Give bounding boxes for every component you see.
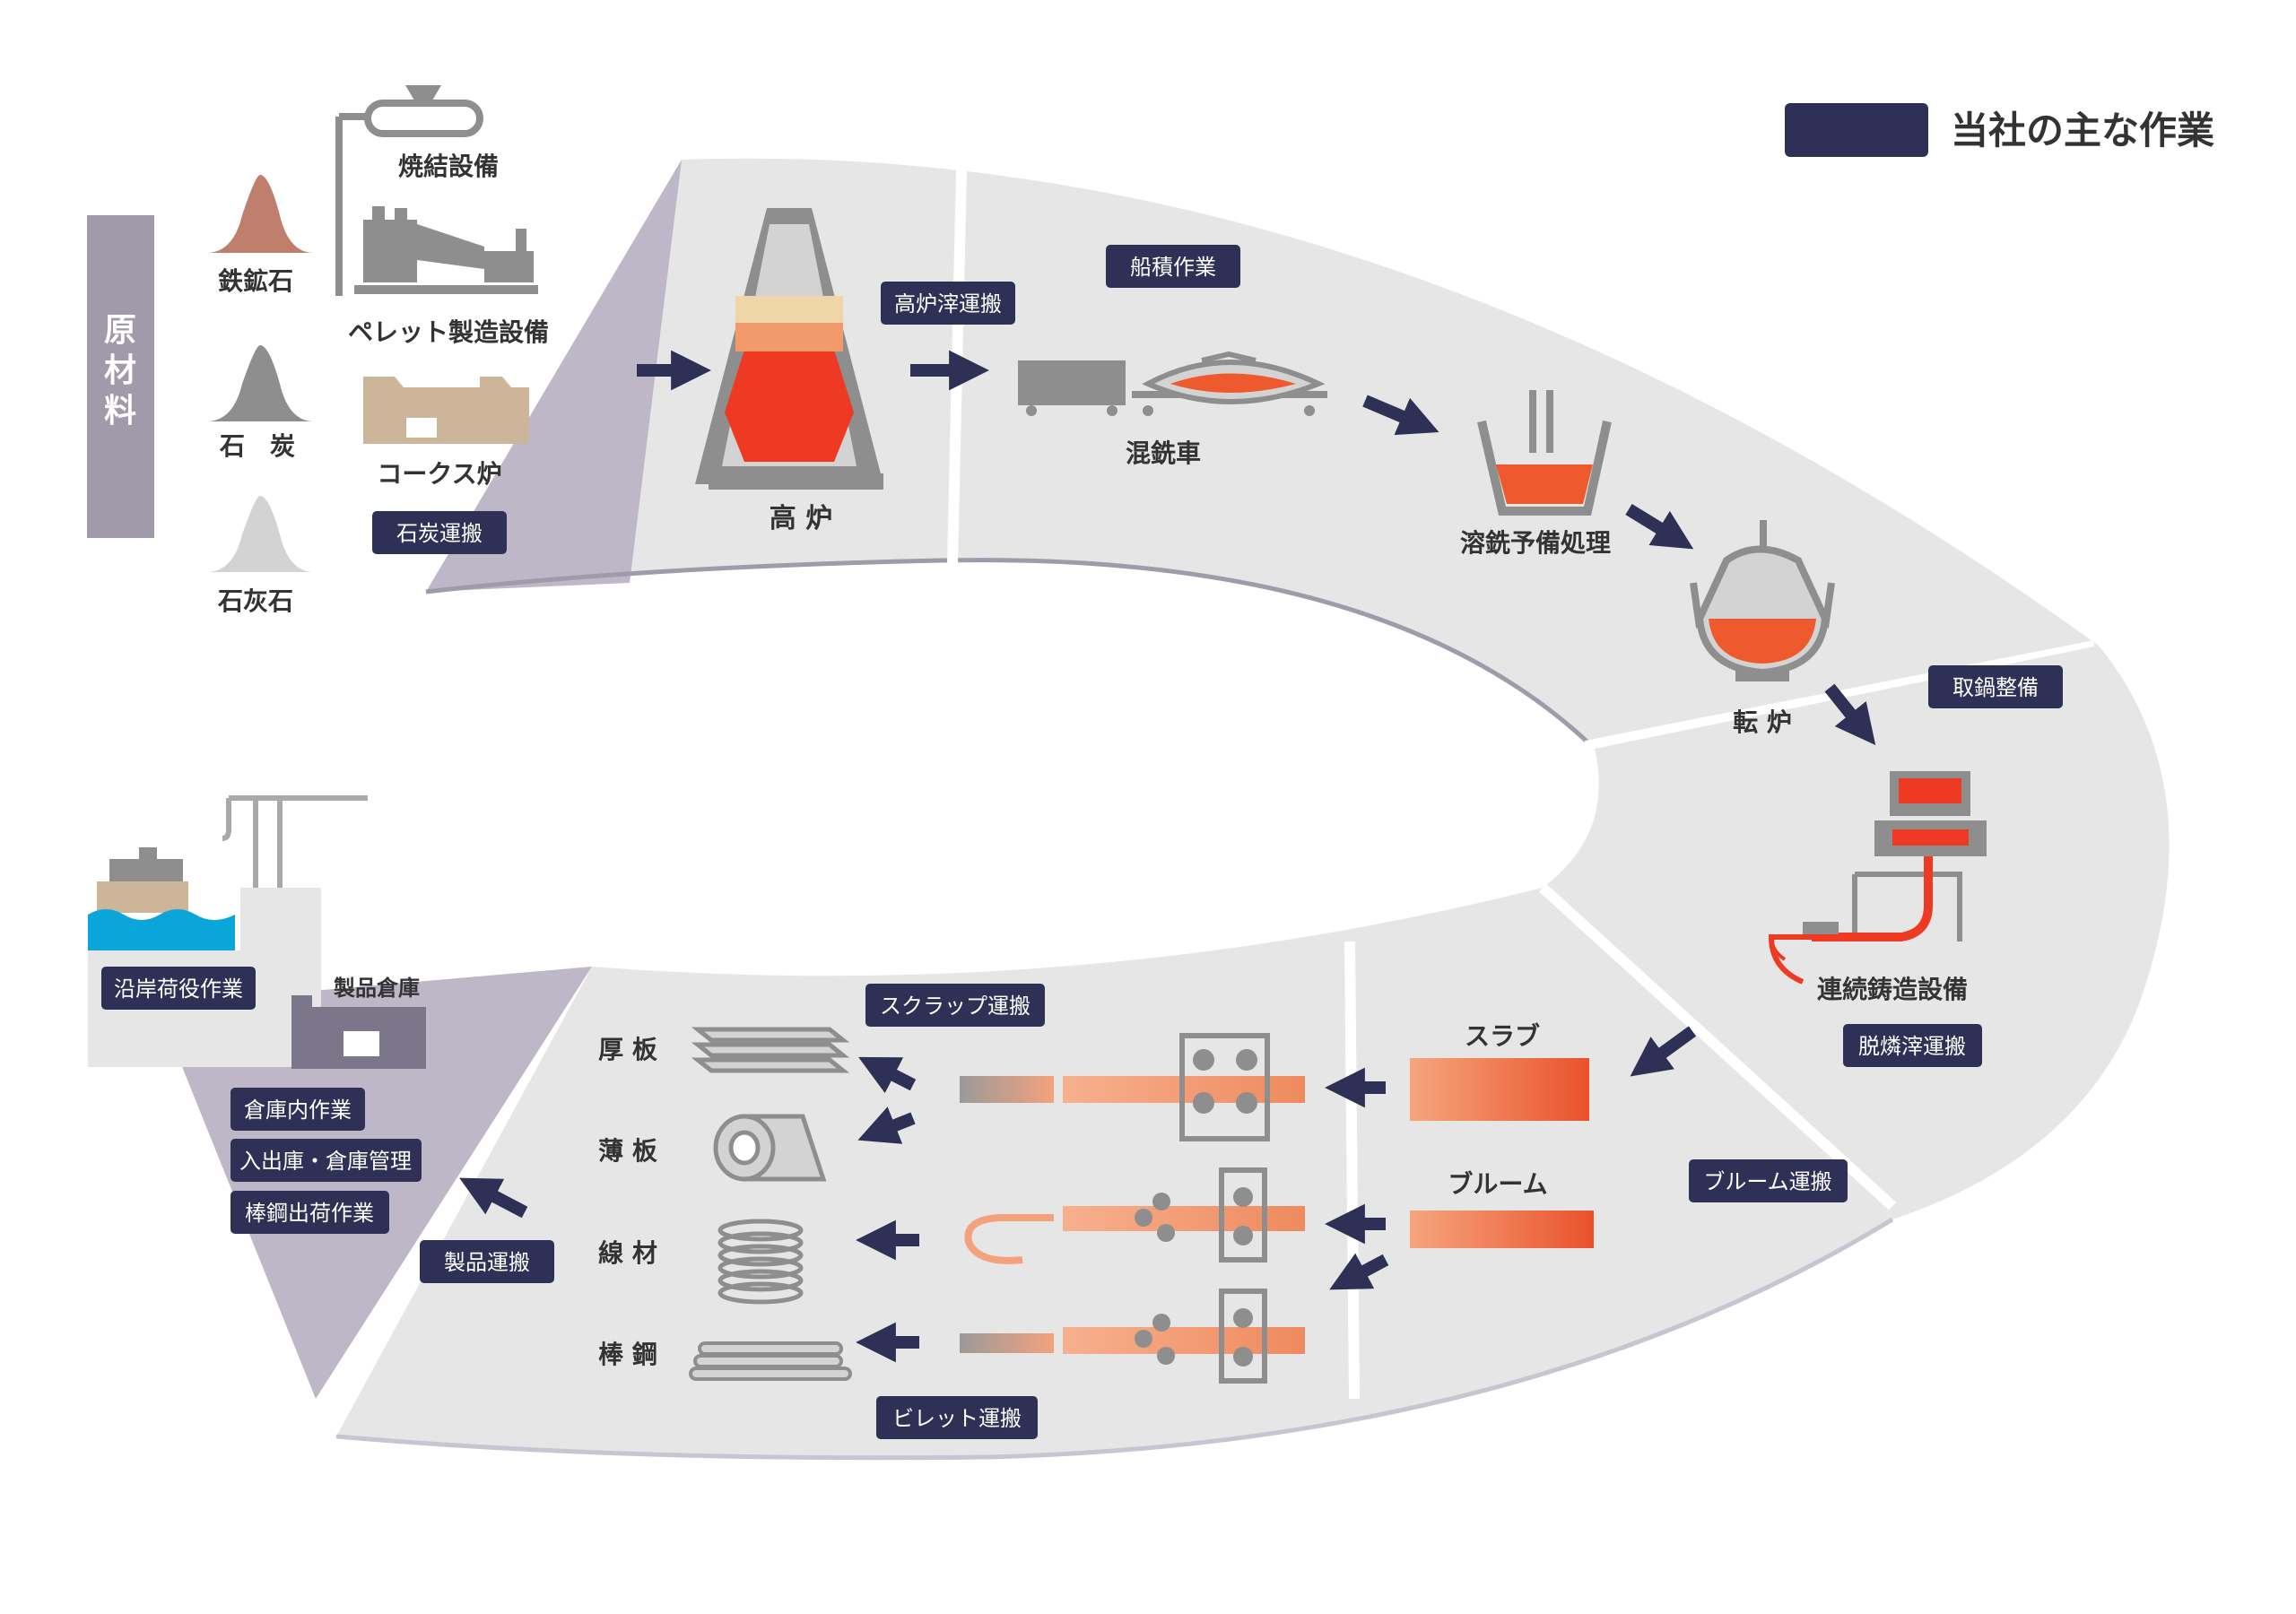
badge-bar-shipping: 棒鋼出荷作業 xyxy=(230,1191,389,1234)
sheet-label: 薄 板 xyxy=(598,1136,657,1166)
process-arrows xyxy=(459,350,1876,1363)
arrow-to-plate xyxy=(858,1056,917,1094)
badge-ship-loading: 船積作業 xyxy=(1106,245,1240,288)
badge-product-transport: 製品運搬 xyxy=(420,1240,554,1283)
lower-band-separator-2 xyxy=(1344,941,1360,1400)
svg-text:ビレット運搬: ビレット運搬 xyxy=(892,1406,1022,1431)
bar-rolling-line xyxy=(960,1289,1305,1384)
raw-materials-heading-char2: 材 xyxy=(104,352,136,389)
iron-ore-label: 鉄鉱石 xyxy=(218,266,293,296)
svg-text:棒鋼出荷作業: 棒鋼出荷作業 xyxy=(245,1201,374,1226)
svg-text:石炭運搬: 石炭運搬 xyxy=(396,521,483,546)
lower-band-shadow xyxy=(335,1217,1894,1461)
raw-materials-heading: 原 材 料 xyxy=(104,312,136,430)
sintering-machine-icon xyxy=(335,85,483,296)
coke-oven-label: コークス炉 xyxy=(377,459,501,489)
blast-furnace-label: 高 炉 xyxy=(770,503,832,534)
sea-icon xyxy=(88,909,235,950)
plate-rolling-line xyxy=(960,1033,1305,1141)
pretreatment-label: 溶銑予備処理 xyxy=(1460,528,1611,558)
pretreatment-ladle-icon xyxy=(1477,390,1612,516)
svg-text:倉庫内作業: 倉庫内作業 xyxy=(244,1098,352,1123)
slab-block xyxy=(1410,1058,1589,1121)
blast-furnace-icon xyxy=(695,208,883,490)
iron-ore-pile-icon xyxy=(206,175,314,253)
legend-label: 当社の主な作業 xyxy=(1951,108,2214,152)
arrow-car-to-pretreat xyxy=(1362,395,1439,436)
raw-material-wedge xyxy=(426,160,682,592)
svg-text:入出庫・倉庫管理: 入出庫・倉庫管理 xyxy=(239,1149,412,1174)
raw-materials-heading-char1: 原 xyxy=(104,312,136,349)
badge-scrap-transport: スクラップ運搬 xyxy=(865,984,1045,1027)
warehouse-wedge xyxy=(157,967,592,1399)
coal-pile-icon xyxy=(206,345,314,421)
coal-label: 石 炭 xyxy=(219,431,295,461)
arrow-converter-to-caster xyxy=(1824,683,1876,745)
coke-oven-icon xyxy=(363,377,529,444)
badge-coastal-cargo: 沿岸荷役作業 xyxy=(101,967,256,1010)
limestone-label: 石灰石 xyxy=(217,586,293,616)
badge-dephos-slag-transport: 脱燐滓運搬 xyxy=(1843,1024,1982,1067)
torpedo-car-icon xyxy=(1018,351,1327,416)
raw-materials-heading-bar xyxy=(87,215,154,538)
warehouse-label: 製品倉庫 xyxy=(334,976,420,1001)
badge-inventory-mgmt: 入出庫・倉庫管理 xyxy=(230,1139,422,1182)
plate-label: 厚 板 xyxy=(598,1035,657,1064)
warehouse-door xyxy=(344,1031,379,1056)
converter-icon xyxy=(1690,520,1835,681)
wire-rod-rolling-line xyxy=(964,1167,1305,1264)
svg-text:ブルーム運搬: ブルーム運搬 xyxy=(1703,1169,1831,1194)
legend-swatch xyxy=(1785,103,1928,157)
continuous-caster-icon xyxy=(1768,771,1987,985)
ship-icon xyxy=(97,847,188,913)
upper-band-shadow xyxy=(425,558,1596,751)
badge-billet-transport: ビレット運搬 xyxy=(876,1396,1038,1439)
badge-ladle-maintenance: 取鍋整備 xyxy=(1928,665,2063,708)
converter-label: 転 炉 xyxy=(1733,707,1792,737)
sintering-label: 焼結設備 xyxy=(398,152,499,181)
wire-rod-label: 線 材 xyxy=(598,1238,657,1268)
badge-warehouse-work: 倉庫内作業 xyxy=(230,1088,365,1131)
svg-text:スクラップ運搬: スクラップ運搬 xyxy=(880,994,1031,1019)
svg-text:製品運搬: 製品運搬 xyxy=(444,1250,530,1275)
pellet-plant-label: ペレット製造設備 xyxy=(348,317,549,347)
plate-stack-icon xyxy=(691,1027,850,1073)
slab-label: スラブ xyxy=(1465,1021,1540,1051)
arrow-bloom-to-bar xyxy=(1329,1253,1389,1290)
arrow-caster-to-slab xyxy=(1630,1026,1697,1077)
raw-materials-heading-char3: 料 xyxy=(104,393,136,430)
port-crane-icon xyxy=(222,795,368,888)
badge-coal-transport: 石炭運搬 xyxy=(372,511,507,554)
bloom-block xyxy=(1410,1210,1594,1248)
arrow-pretreat-to-converter xyxy=(1625,504,1694,550)
steel-bar-label: 棒 鋼 xyxy=(598,1340,657,1369)
svg-text:船積作業: 船積作業 xyxy=(1130,255,1216,280)
svg-text:高炉滓運搬: 高炉滓運搬 xyxy=(894,291,1002,317)
torpedo-car-label: 混銑車 xyxy=(1126,438,1201,468)
task-badges: 石炭運搬 高炉滓運搬 船積作業 取鍋整備 脱燐滓運搬 ブルーム運搬 スクラップ運… xyxy=(101,245,2063,1439)
svg-text:沿岸荷役作業: 沿岸荷役作業 xyxy=(114,976,243,1002)
lower-band-separator xyxy=(1538,883,1897,1210)
upper-process-band xyxy=(426,158,2099,749)
steel-bar-bundle-icon xyxy=(689,1341,852,1381)
continuous-caster-label: 連続鋳造設備 xyxy=(1817,975,1968,1004)
svg-text:取鍋整備: 取鍋整備 xyxy=(1952,675,2039,700)
wire-coil-icon xyxy=(718,1219,804,1305)
arrow-to-warehouse xyxy=(459,1177,528,1219)
svg-text:脱燐滓運搬: 脱燐滓運搬 xyxy=(1858,1034,1966,1059)
limestone-pile-icon xyxy=(206,496,314,572)
pellet-plant-icon xyxy=(354,206,538,294)
coil-icon xyxy=(713,1114,827,1182)
badge-bf-slag-transport: 高炉滓運搬 xyxy=(881,282,1015,325)
badge-bloom-transport: ブルーム運搬 xyxy=(1689,1159,1848,1202)
arrow-to-sheet xyxy=(857,1106,916,1144)
bloom-label: ブルーム xyxy=(1448,1169,1547,1199)
